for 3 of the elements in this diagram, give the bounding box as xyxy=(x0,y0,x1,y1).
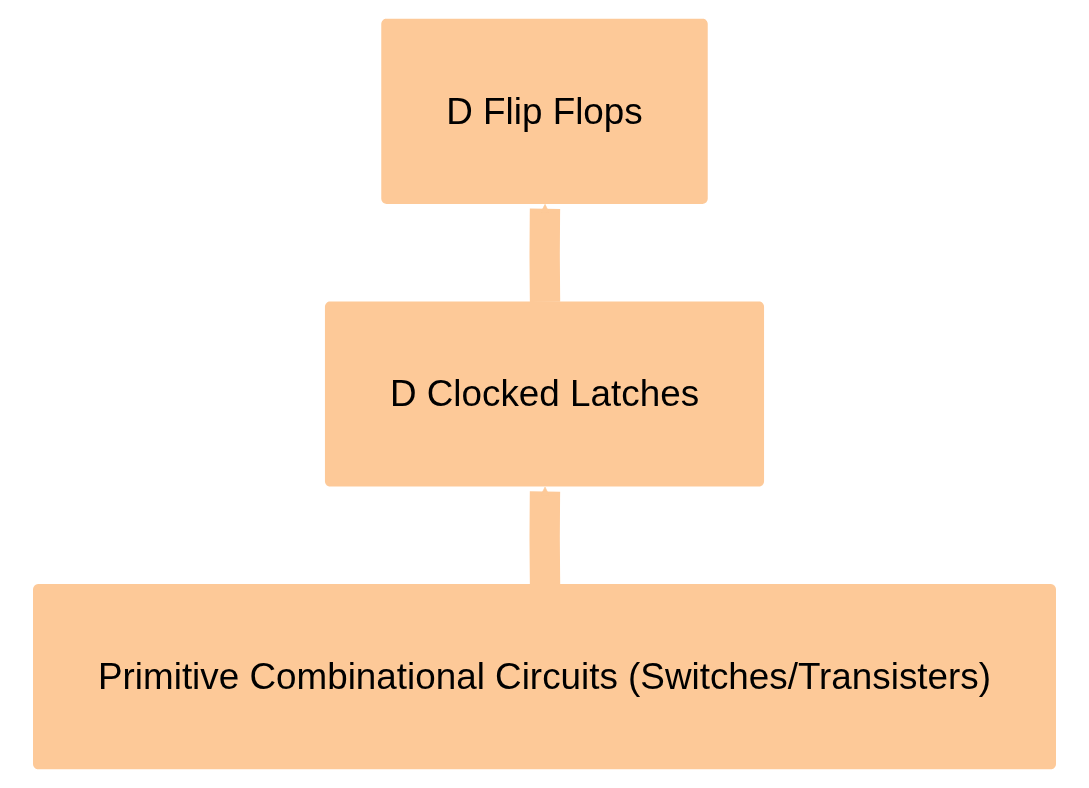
node-box: Primitive Combinational Circuits (Switches/Transisters) xyxy=(33,584,1056,770)
node-box: D Clocked Latches xyxy=(324,301,765,487)
node-box: D Flip Flops xyxy=(381,18,708,204)
